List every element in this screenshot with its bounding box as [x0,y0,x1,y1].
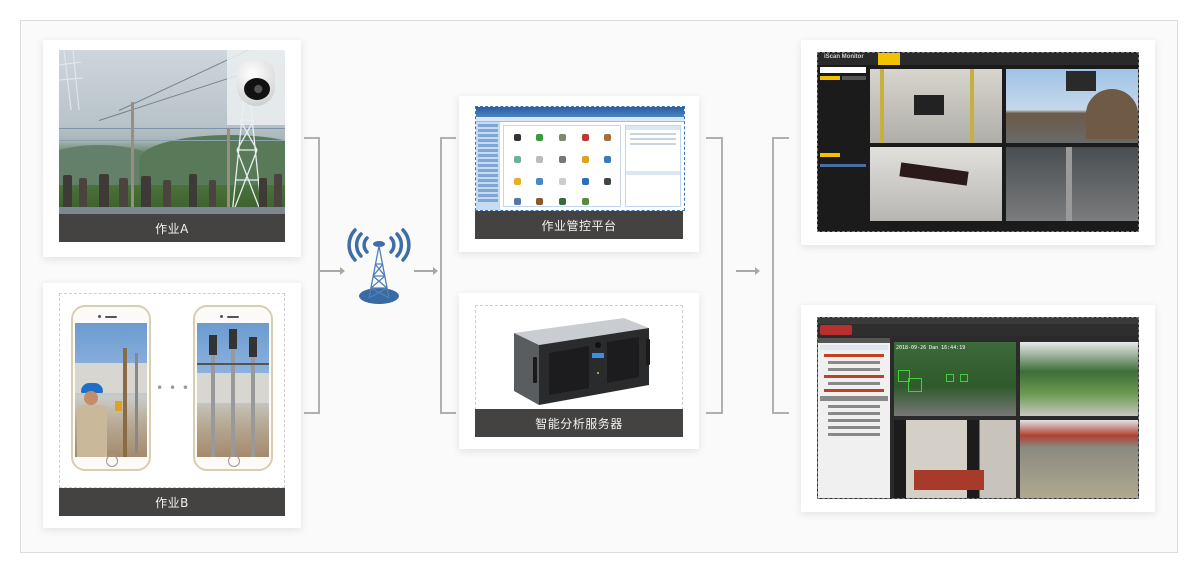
camera-feed-city-street [1006,69,1138,143]
job-a-caption: 作业A [59,214,285,242]
left-connector-bracket [304,137,320,414]
monitor-bottom-card: 2018-09-26 Dan 16:44:19 [801,305,1155,512]
job-a-card: 作业A [43,40,301,257]
job-b-card: • • • 作业B [43,283,301,528]
face-recognition-monitor-screenshot: 2018-09-26 Dan 16:44:19 [817,317,1139,499]
camera-feed-restaurant [894,420,1016,498]
arrow-right-icon [320,267,345,275]
camera-feed-bus-interior [870,69,1002,143]
monitor-timestamp: 2018-09-26 Dan 16:44:19 [896,345,966,351]
camera-feed-highway [1006,147,1138,221]
right-connector-bracket-b [772,137,789,414]
phone-right [193,305,273,471]
more-devices-ellipsis: • • • [156,381,190,395]
iscan-monitor-screenshot: iScan Monitor [817,52,1139,232]
worker-photo [75,323,147,457]
camera-feed-walkway [1020,420,1138,498]
platform-caption: 作业管控平台 [475,211,683,239]
arrow-right-icon [414,267,438,275]
substation-photo [59,50,285,215]
monitor-top-card: iScan Monitor [801,40,1155,245]
right-connector-bracket-a [706,137,723,414]
server-caption: 智能分析服务器 [475,409,683,437]
left-pylon [59,50,84,110]
monitor-app-title: iScan Monitor [824,54,864,60]
radio-tower-icon [347,228,411,304]
middle-connector-bracket [440,137,456,414]
camera-feed-park [1020,342,1138,416]
dome-camera-icon [227,50,285,125]
switchgear-photo [197,323,269,457]
arrow-right-icon [736,267,760,275]
platform-card: 作业管控平台 [459,96,699,252]
job-b-caption: 作业B [59,488,285,516]
camera-feed-bus-display [870,147,1002,221]
rack-server-image [514,318,650,405]
server-card: 智能分析服务器 [459,293,699,449]
platform-screenshot [475,106,685,211]
job-b-dashed-area [59,293,285,488]
monitor-tab [878,53,900,65]
phone-left [71,305,151,471]
camera-feed-pedestrians: 2018-09-26 Dan 16:44:19 [894,342,1016,416]
